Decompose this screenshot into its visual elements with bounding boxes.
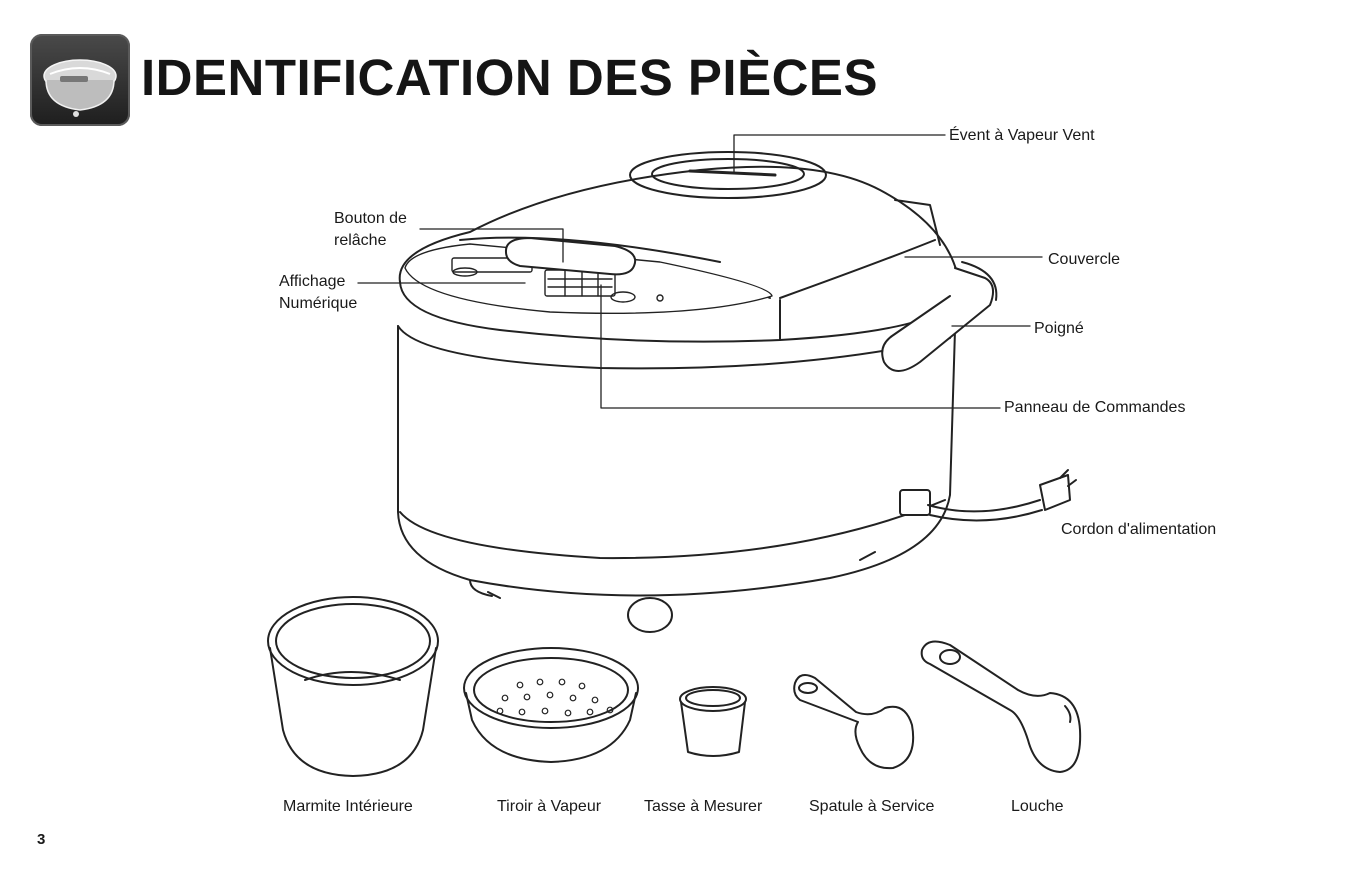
callout-lid: Couvercle [1048,249,1120,270]
callout-power-cord: Cordon d'alimentation [1061,519,1216,540]
callout-display-line2: Numérique [279,293,357,314]
serving-spatula [794,675,913,768]
ladle [922,641,1080,772]
callout-steam-vent: Évent à Vapeur Vent [949,125,1095,146]
caption-serving-spatula: Spatule à Service [809,796,934,817]
caption-measuring-cup: Tasse à Mesurer [644,796,762,817]
caption-ladle: Louche [1011,796,1064,817]
caption-steam-tray: Tiroir à Vapeur [497,796,601,817]
steam-tray [464,648,638,762]
caption-inner-pot: Marmite Intérieure [283,796,413,817]
callout-display-line1: Affichage [279,271,345,292]
measuring-cup [680,687,746,756]
inner-pot [268,597,438,776]
callout-handle: Poigné [1034,318,1084,339]
cooker-body [398,326,955,632]
page-number: 3 [37,831,45,848]
callout-release-button-line2: relâche [334,230,386,251]
callout-release-button-line1: Bouton de [334,208,407,229]
callout-control-panel: Panneau de Commandes [1004,397,1185,418]
